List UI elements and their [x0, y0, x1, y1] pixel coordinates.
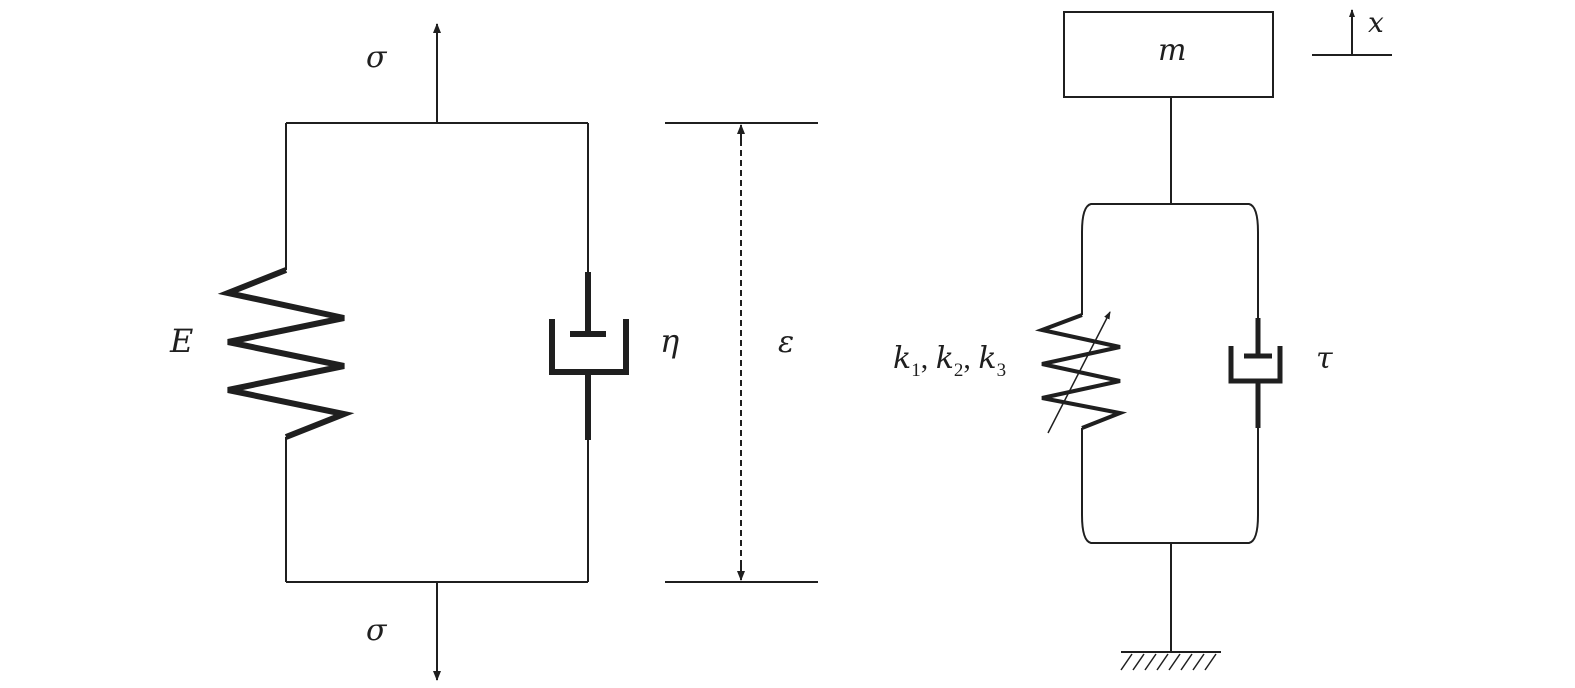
mass-block: [1063, 11, 1274, 98]
k2-subscript: 2: [954, 360, 964, 381]
top-bar: [1081, 203, 1259, 233]
k3-subscript: 3: [997, 360, 1007, 381]
variable-arrow: [1047, 311, 1111, 434]
strain-label: ε: [778, 325, 794, 360]
spring-modulus-label: E: [169, 322, 193, 360]
k2-base: k: [936, 341, 954, 376]
damping-label: τ: [1316, 341, 1333, 376]
spring-e: [217, 267, 355, 440]
viscosity-label: η: [660, 322, 679, 360]
variable-spring: [1034, 313, 1128, 430]
kelvin-voigt-model: [217, 23, 818, 681]
stiffness-label: k1, k2, k3: [893, 341, 1006, 381]
mass-label: m: [1158, 33, 1186, 68]
separator-2: ,: [963, 342, 978, 375]
separator-1: ,: [921, 342, 936, 375]
ground-hatch: [1120, 653, 1217, 671]
k3-base: k: [978, 341, 996, 376]
displacement-label: x: [1368, 6, 1384, 39]
stress-top-label: σ: [366, 40, 388, 75]
bottom-bar: [1081, 514, 1259, 544]
k1-subscript: 1: [911, 360, 921, 381]
stress-bottom-label: σ: [366, 613, 388, 648]
k1-base: k: [893, 341, 911, 376]
oscillator-model: [1034, 9, 1392, 671]
